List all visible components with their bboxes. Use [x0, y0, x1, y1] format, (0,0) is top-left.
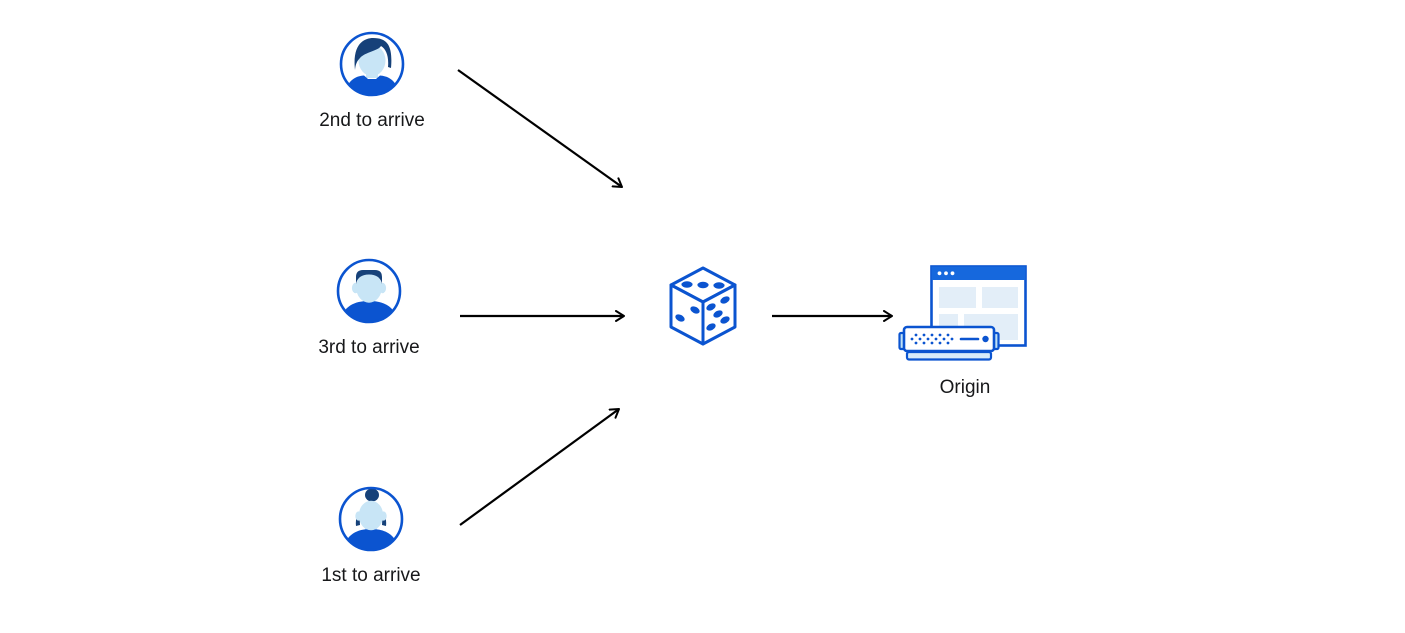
client-node-1st-to-arrive: 1st to arrive	[291, 485, 451, 588]
client-label-2nd: 2nd to arrive	[319, 110, 425, 131]
user-avatar-female-bun-icon	[338, 486, 404, 552]
origin-artwork	[886, 263, 1044, 365]
arrow-client1-to-dice	[459, 408, 620, 526]
user-avatar-male-swept-hair-icon	[339, 31, 405, 97]
client-label-1st: 1st to arrive	[321, 565, 421, 586]
client-node-3rd-to-arrive: 3rd to arrive	[289, 257, 449, 360]
origin-node: Origin	[886, 263, 1044, 400]
dice-icon	[669, 266, 737, 346]
origin-server-icon	[898, 325, 1000, 361]
dice-node	[667, 264, 739, 348]
client-node-2nd-to-arrive: 2nd to arrive	[292, 30, 452, 133]
client-label-3rd: 3rd to arrive	[318, 337, 420, 358]
arrow-client2-to-dice	[457, 69, 623, 188]
user-avatar-male-short-hair-icon	[336, 258, 402, 324]
origin-label: Origin	[939, 377, 991, 398]
